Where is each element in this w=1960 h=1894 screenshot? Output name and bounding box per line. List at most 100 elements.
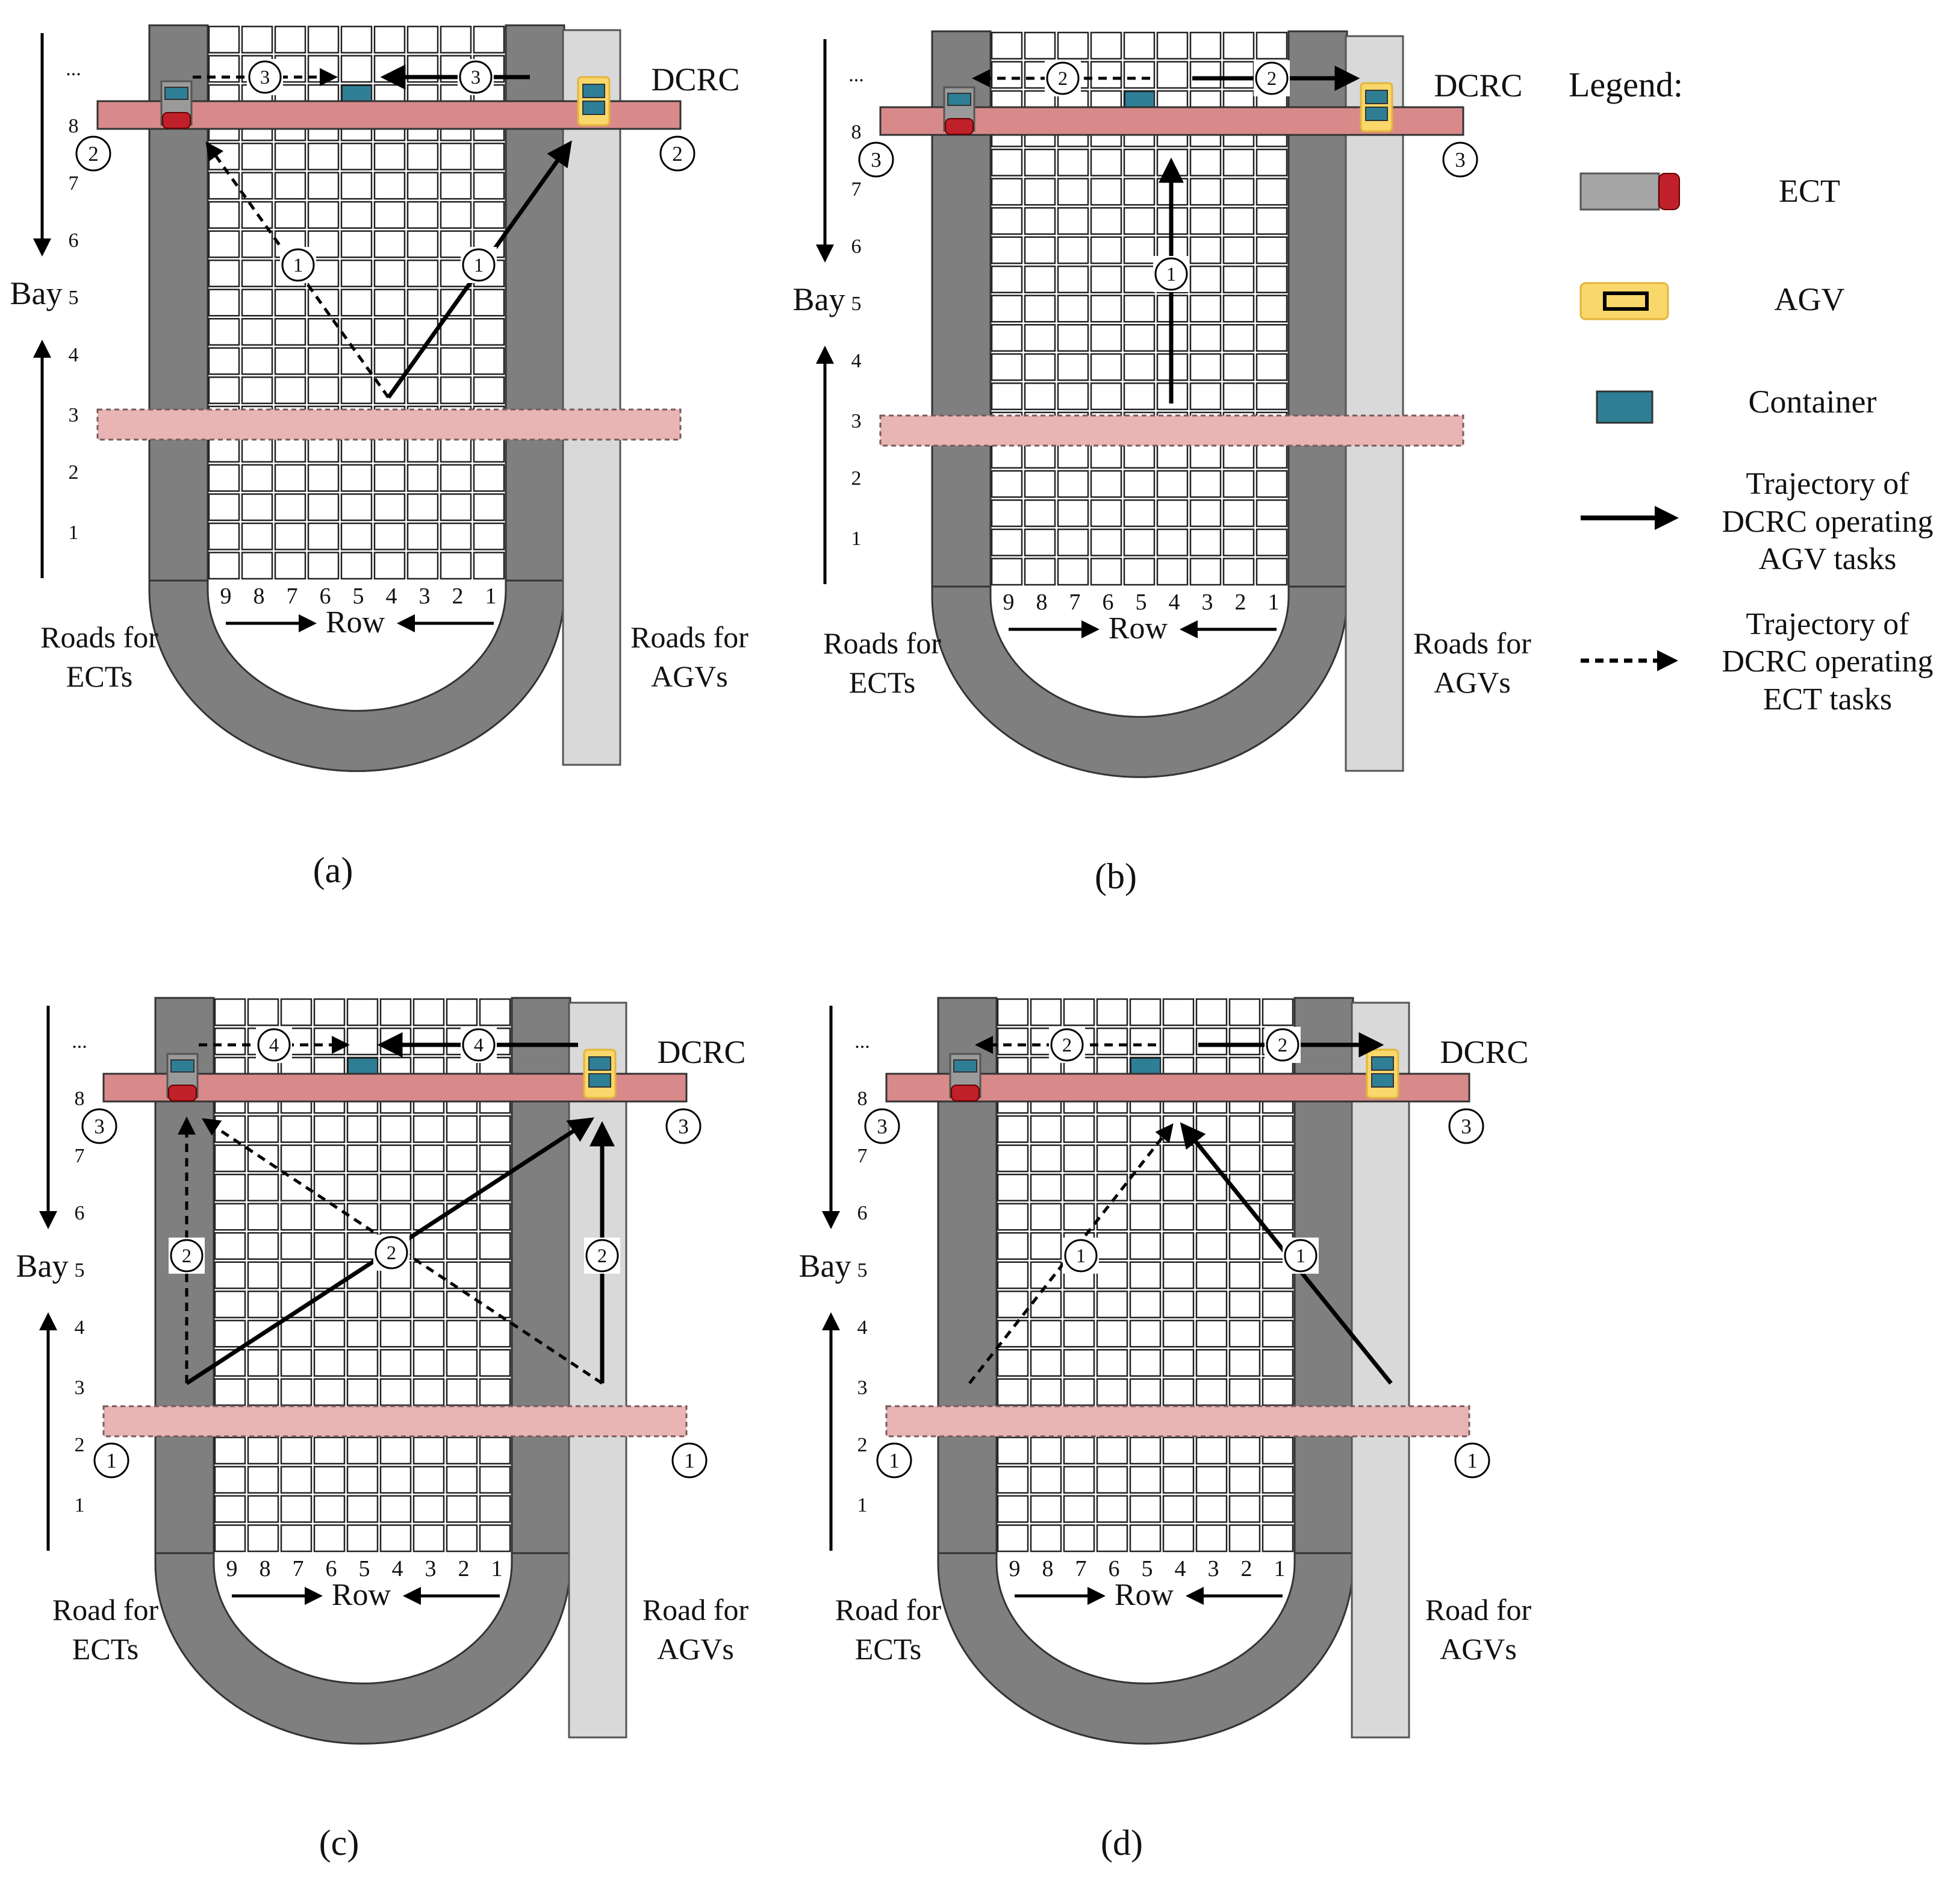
slot [412,1495,445,1523]
slot [440,347,472,375]
dcrc-label: DCRC [1434,67,1522,104]
slot [313,1203,346,1231]
bay-axis-label: Bay [793,281,845,317]
slot [241,230,273,258]
slot [1063,1378,1095,1406]
slot [412,1115,445,1143]
slot [473,376,505,405]
step-circle [462,1028,496,1062]
slot [307,25,340,54]
slot [1189,382,1222,411]
slot [446,1232,478,1260]
step-number: 2 [182,1245,191,1267]
slot [991,499,1023,528]
slot [1222,31,1255,60]
slot [1096,1027,1128,1056]
slot [1129,1115,1162,1143]
trajectory-step-label: 2 [1265,1027,1301,1063]
dcrc-crane-bottom [879,414,1464,447]
slot [1024,148,1056,176]
bay-tick-label: 7 [851,178,862,201]
bay-tick-label: 1 [851,528,862,550]
crane-step-right-low: 1 [671,1442,708,1478]
slot [1030,1466,1062,1494]
bay-tick-label: ... [72,1030,87,1053]
slot [1063,1319,1095,1348]
slot [214,1115,246,1143]
bay-tick-label: ... [848,64,864,86]
slot [340,201,373,229]
step-circle [1448,1108,1484,1144]
bay-tick-label: 3 [69,404,79,426]
slot [446,1115,478,1143]
slot [446,1319,478,1348]
slot [446,1495,478,1523]
container-on-agv [588,1073,611,1088]
slot [1057,382,1089,411]
slot [379,1115,412,1143]
slot [412,1173,445,1201]
step-badge: 2 [585,1239,619,1273]
road-label-agv: AGVs [1434,665,1511,699]
slot [208,172,240,200]
slot [997,1524,1029,1553]
slot [241,288,273,317]
slot [346,1144,379,1173]
step-circle [462,248,496,282]
road-label-agv: AGVs [651,659,728,693]
road-label-ect: Road for [52,1593,159,1627]
slot [406,522,439,550]
slot [1063,998,1095,1026]
slot [307,552,340,580]
slot [1262,1115,1294,1143]
panel-caption: (c) [319,1823,359,1863]
legend-label: Trajectory of [1746,467,1909,501]
slot [406,259,439,287]
legend-agv-icon [1579,282,1669,320]
slot [406,142,439,170]
slot [991,353,1023,381]
slot [406,201,439,229]
step-badge: 3 [459,60,493,94]
slot [1030,1173,1062,1201]
slot [214,1173,246,1201]
slot [214,1291,246,1319]
slot [479,1466,511,1494]
slot [247,1232,279,1260]
step-number: 2 [597,1245,607,1267]
bay-tick-label: 7 [69,172,79,195]
ect-cab [168,1085,197,1101]
slot [379,1349,412,1377]
slot [406,230,439,258]
slot [274,318,306,346]
ect-truck-icon [949,1053,982,1101]
step-number: 1 [1296,1245,1305,1267]
slot [1123,31,1156,60]
slot [1063,1291,1095,1319]
slot [247,1261,279,1289]
slot [473,464,505,492]
slot [313,1319,346,1348]
row-tick-label: 2 [452,584,464,609]
bay-tick-label: 8 [851,121,862,143]
slot [208,230,240,258]
slot [1195,1495,1228,1523]
trajectory-step-label: 2 [1049,1027,1085,1063]
slot [479,1144,511,1173]
slot [379,1495,412,1523]
crane-step-right: 3 [665,1108,702,1144]
bay-tick-label: 4 [851,350,862,372]
slot [479,1203,511,1231]
slot [446,1291,478,1319]
bay-tick-label: ... [66,58,81,80]
slot [991,148,1023,176]
step-badge: 2 [170,1239,204,1273]
step-number: 2 [1278,1035,1287,1056]
step-number: 1 [293,255,303,276]
slot [313,1232,346,1260]
slot [307,376,340,405]
road-label-agv: AGVs [1440,1632,1517,1666]
bay-tick-label: 3 [851,410,862,432]
slot [1189,31,1222,60]
